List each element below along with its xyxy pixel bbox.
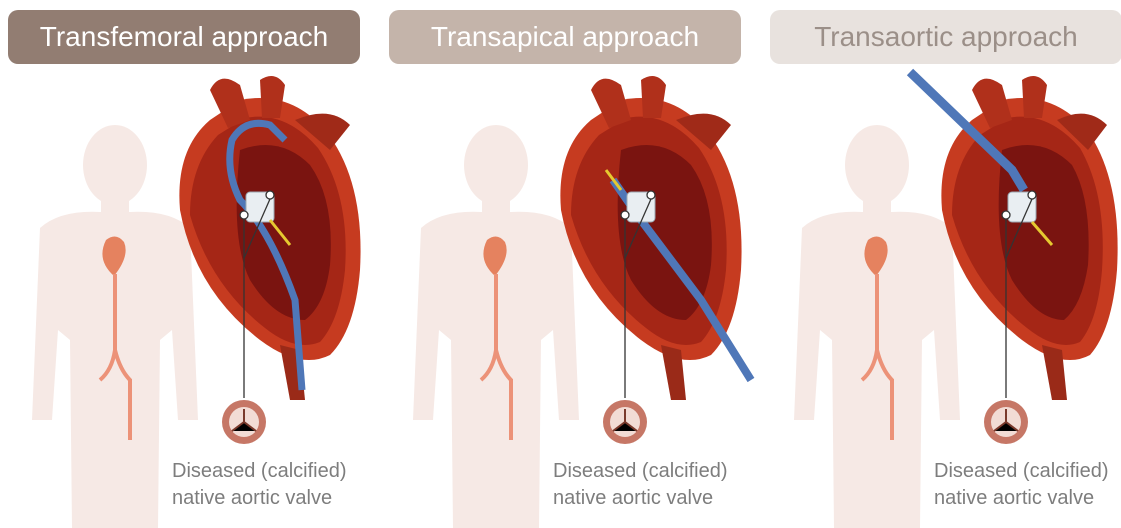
caption-line-2: native aortic valve bbox=[934, 485, 1121, 512]
panel-transfemoral: Transfemoral approach bbox=[0, 0, 375, 528]
aortic-valve-icon bbox=[222, 400, 266, 444]
panel-transaortic: Transaortic approach bbox=[762, 0, 1121, 528]
panel-transapical: Transapical approach bbox=[381, 0, 756, 528]
caption-line-1: Diseased (calcified) bbox=[553, 458, 753, 485]
caption-line-1: Diseased (calcified) bbox=[172, 458, 372, 485]
caption-line-1: Diseased (calcified) bbox=[934, 458, 1121, 485]
caption-line-2: native aortic valve bbox=[553, 485, 753, 512]
valve-caption: Diseased (calcified) native aortic valve bbox=[553, 458, 753, 512]
transaortic-illustration bbox=[762, 0, 1121, 528]
valve-caption: Diseased (calcified) native aortic valve bbox=[172, 458, 372, 512]
aortic-valve-icon bbox=[603, 400, 647, 444]
caption-line-2: native aortic valve bbox=[172, 485, 372, 512]
aortic-valve-icon bbox=[984, 400, 1028, 444]
transfemoral-illustration bbox=[0, 0, 375, 528]
transapical-illustration bbox=[381, 0, 756, 528]
valve-caption: Diseased (calcified) native aortic valve bbox=[934, 458, 1121, 512]
